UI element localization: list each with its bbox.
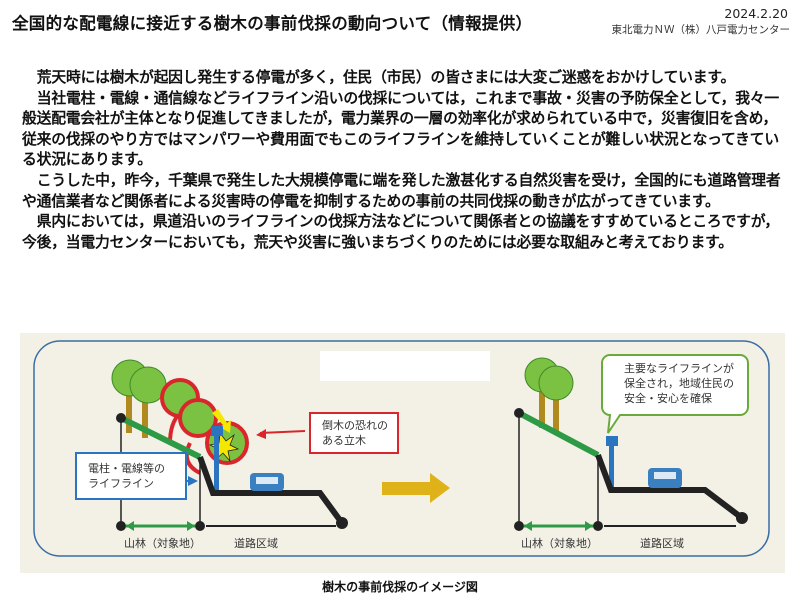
body-text: 荒天時には樹木が起因し発生する停電が多く，住民（市民）の皆さまには大変ご迷惑をお…	[22, 68, 788, 253]
paragraph-4: 県内においては，県道沿いのライフラインの伐採方法などについて関係者との協議をすす…	[22, 213, 780, 251]
paragraph-1: 荒天時には樹木が起因し発生する停電が多く，住民（市民）の皆さまには大変ご迷惑をお…	[36, 69, 736, 86]
lifeline-label-line1: 電柱・電線等の	[88, 462, 165, 475]
callout-line3: 安全・安心を確保	[624, 392, 712, 405]
danger-tree-label: 倒木の恐れの ある立木	[322, 418, 388, 448]
callout-line1: 主要なライフラインが	[624, 362, 734, 375]
after-callout: 主要なライフラインが 保全され，地域住民の 安全・安心を確保	[624, 361, 734, 406]
before-scene	[111, 359, 348, 531]
after-forest-label: 山林（対象地）	[521, 537, 598, 550]
before-forest-label: 山林（対象地）	[124, 537, 201, 550]
lifeline-label-line2: ライフライン	[88, 477, 154, 490]
page-title: 全国的な配電線に接近する樹木の事前伐採の動向ついて（情報提供）	[12, 14, 533, 33]
organization: 東北電力ＮＷ（株）八戸電力センター	[611, 24, 791, 36]
tree-felling-figure: 電柱・電線等の ライフライン 倒木の恐れの ある立木 山林（対象地） 道路区域 …	[20, 333, 785, 573]
after-scene	[514, 354, 749, 531]
danger-label-line1: 倒木の恐れの	[322, 419, 388, 432]
figure-illustration	[33, 340, 770, 557]
paragraph-3: こうした中，昨今，千葉県で発生した大規模停電に端を発した激甚化する自然災害を受け…	[22, 171, 781, 210]
before-road-label: 道路区域	[234, 537, 278, 550]
lifeline-label: 電柱・電線等の ライフライン	[88, 461, 165, 491]
callout-line2: 保全され，地域住民の	[624, 377, 734, 390]
date: 2024.2.20	[724, 6, 788, 21]
figure-caption: 樹木の事前伐採のイメージ図	[322, 580, 478, 594]
paragraph-2: 当社電柱・電線・通信線などライフライン沿いの伐採については，これまで事故・災害の…	[22, 89, 780, 169]
after-road-label: 道路区域	[640, 537, 684, 550]
danger-label-line2: ある立木	[322, 434, 366, 447]
